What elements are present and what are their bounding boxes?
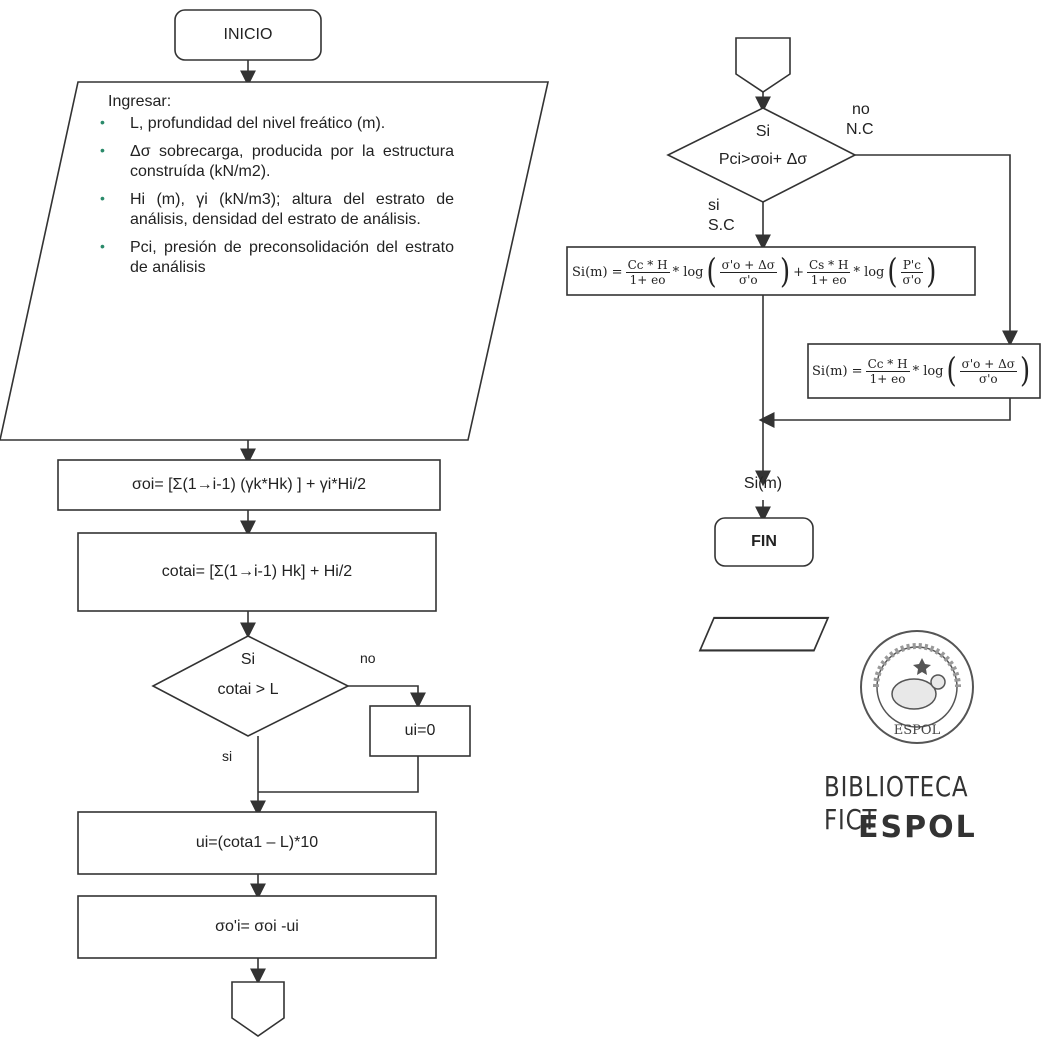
decision2-sc-label: S.C <box>708 217 735 234</box>
formula-sc-term3-den: 1+ eo <box>810 272 847 287</box>
connector-nc-merge <box>758 398 1011 428</box>
sigma-formula: σoi= [Σ(1→i-1) (γk*Hk) ] + γi*Hi/2 <box>131 476 367 493</box>
u-formula: ui=(cota1 – L)*10 <box>195 834 319 851</box>
formula-sc-paren-open: ( <box>706 252 717 292</box>
end-label: FIN <box>751 533 777 550</box>
decision1-no-label: no <box>360 650 376 666</box>
formula-sc-term2-num: σ'o + Δσ <box>719 257 777 273</box>
formula-nc-lhs: Si(m) = <box>812 363 863 379</box>
library-subtitle: ESPOL <box>858 810 977 845</box>
u-zero-box <box>369 705 471 757</box>
formula-sc-term1-num: Cc * H <box>625 257 670 273</box>
connector-decision1-no <box>348 685 426 709</box>
decision1-yes-label: Si <box>240 651 256 668</box>
output-label: Si(m) <box>743 475 783 492</box>
sigma-process-box <box>57 459 441 511</box>
decision1-condition: cotai > L <box>217 681 279 698</box>
formula-sc-paren2-open: ( <box>887 252 898 292</box>
formula-nc-term1-den: 1+ eo <box>869 371 906 386</box>
decision-cota-diamond <box>151 635 350 737</box>
output-parallelogram <box>698 616 830 652</box>
offpage-connector-top <box>735 37 791 93</box>
cota-process-box <box>77 532 437 612</box>
formula-nc-paren-open: ( <box>946 351 957 391</box>
formula-sc-plus: + <box>793 264 804 280</box>
input-list: Ingresar: L, profundidad del nivel freát… <box>100 92 454 286</box>
seal-text: ESPOL <box>894 723 941 738</box>
input-item-preconsolidation: Pci, presión de preconsolidación del est… <box>100 238 454 278</box>
decision2-si-label: si <box>708 197 720 214</box>
u-process-box <box>77 811 437 875</box>
decision2-nc-label: N.C <box>846 121 874 138</box>
offpage-connector-bottom <box>231 981 285 1037</box>
espol-seal-logo: ESPOL <box>860 630 974 744</box>
input-item-l: L, profundidad del nivel freático (m). <box>100 114 454 134</box>
formula-nc-term2-num: σ'o + Δσ <box>959 356 1017 372</box>
formula-sc-paren-close: ) <box>779 252 791 292</box>
connector-uzero-merge <box>258 756 419 793</box>
formula-sc-term1-den: 1+ eo <box>629 272 666 287</box>
end-terminal <box>714 517 814 567</box>
formula-sc-paren2-close: ) <box>926 252 937 292</box>
formula-nc-log: * log <box>912 363 944 379</box>
formula-sc-term4-den: σ'o <box>902 272 922 287</box>
connector-decision2-no <box>855 154 1018 347</box>
input-item-surcharge: Δσ sobrecarga, producida por la estructu… <box>100 142 454 182</box>
cota-formula: cotai= [Σ(1→i-1) Hk] + Hi/2 <box>161 563 353 580</box>
formula-sc-term4-num: P'c <box>900 257 923 273</box>
formula-sc-box <box>566 246 976 296</box>
decision1-si-label: si <box>222 748 233 764</box>
formula-sc-log1: * log <box>672 264 704 280</box>
formula-sc-term3-num: Cs * H <box>807 257 851 273</box>
sigma-eff-formula: σo'i= σoi -ui <box>215 918 299 935</box>
decision2-condition: Pci>σoi+ Δσ <box>718 151 808 168</box>
input-item-height-density: Hi (m), γi (kN/m3); altura del estrato d… <box>100 190 454 230</box>
formula-nc-paren-close: ) <box>1019 351 1031 391</box>
sigma-eff-box <box>77 895 437 959</box>
decision2-yes-label: Si <box>755 123 771 140</box>
library-title: BIBLIOTECA FICT <box>824 770 969 836</box>
start-label: INICIO <box>223 26 273 43</box>
formula-nc-term2-den: σ'o <box>978 371 998 386</box>
formula-sc-lhs: Si(m) = <box>572 264 623 280</box>
formula-sc-log2: * log <box>853 264 885 280</box>
input-title: Ingresar: <box>108 93 172 110</box>
formula-nc-term1-num: Cc * H <box>865 356 910 372</box>
u-zero-label: ui=0 <box>404 722 436 739</box>
decision2-no-label: no <box>852 101 870 118</box>
formula-sc-term2-den: σ'o <box>738 272 758 287</box>
